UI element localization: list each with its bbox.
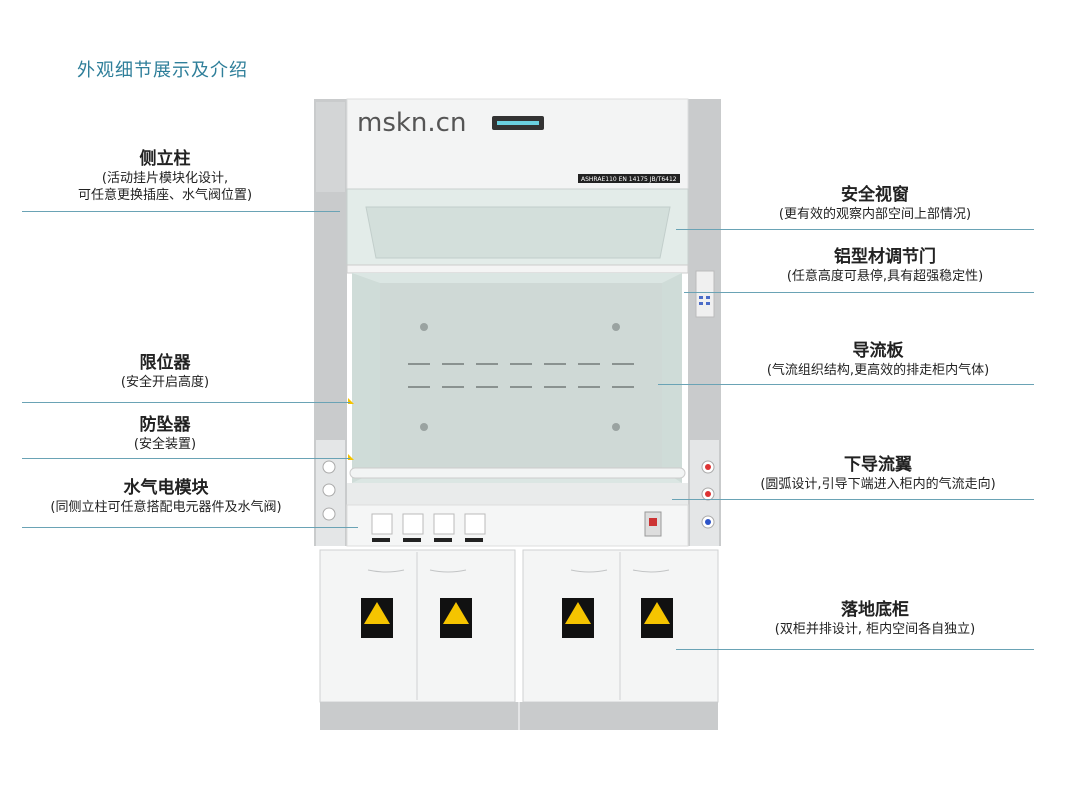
sash-door-frame xyxy=(346,264,689,274)
callout-desc: (双柜并排设计, 柜内空间各自独立) xyxy=(774,622,976,637)
callout-title: 防坠器 xyxy=(139,415,191,435)
callout-base-cabinet: 落地底柜 (双柜并排设计, 柜内空间各自独立) xyxy=(740,599,1010,638)
brand-logo: mskn.cn xyxy=(357,108,466,138)
lower-airfoil xyxy=(349,467,686,479)
left-utility-valves xyxy=(322,460,336,521)
leader-line-anti-fall xyxy=(22,458,350,459)
callout-utility-module: 水气电模块 (同侧立柱可任意搭配电元器件及水气阀) xyxy=(14,477,318,516)
callout-title: 导流板 xyxy=(852,341,904,361)
callout-side-column: 侧立柱 (活动挂片模块化设计, 可任意更换插座、水气阀位置) xyxy=(40,148,290,204)
callout-desc: (安全装置) xyxy=(133,437,197,452)
callout-title: 安全视窗 xyxy=(841,185,909,205)
callout-title: 下导流翼 xyxy=(844,455,912,475)
page-title: 外观细节展示及介绍 xyxy=(77,60,248,81)
right-control-panel xyxy=(695,270,715,318)
callout-stopper: 限位器 (安全开启高度) xyxy=(60,352,270,391)
callout-desc: (圆弧设计,引导下端进入柜内的气流走向) xyxy=(760,477,996,492)
leader-line-utility-module xyxy=(22,527,358,528)
leader-line-base-cabinet xyxy=(676,649,1034,650)
callout-title: 限位器 xyxy=(139,353,191,373)
callout-desc: (安全开启高度) xyxy=(120,375,210,390)
callout-desc: (活动挂片模块化设计, xyxy=(101,171,229,186)
callout-desc: (同侧立柱可任意搭配电元器件及水气阀) xyxy=(50,500,282,515)
callout-title: 铝型材调节门 xyxy=(834,247,936,267)
leader-line-airfoil xyxy=(672,499,1034,500)
power-sockets xyxy=(371,513,486,535)
callout-baffle: 导流板 (气流组织结构,更高效的排走柜内气体) xyxy=(736,340,1020,379)
callout-title: 水气电模块 xyxy=(123,478,209,498)
leader-line-stopper xyxy=(22,402,350,403)
leader-line-sash-door xyxy=(684,292,1034,293)
baffle-panel xyxy=(380,283,662,470)
callout-desc: (气流组织结构,更高效的排走柜内气体) xyxy=(766,363,990,378)
callout-desc: (任意高度可悬停,具有超强稳定性) xyxy=(786,269,984,284)
leader-line-side-column xyxy=(22,211,340,212)
right-utility-valves xyxy=(701,460,715,529)
callout-airfoil: 下导流翼 (圆弧设计,引导下端进入柜内的气流走向) xyxy=(730,454,1026,493)
warning-labels xyxy=(361,598,673,638)
callout-anti-fall: 防坠器 (安全装置) xyxy=(60,414,270,453)
standard-label: ASHRAE110 EN 14175 JB/T6412 xyxy=(581,176,677,183)
leader-line-safety-window xyxy=(676,229,1034,230)
leader-line-baffle xyxy=(658,384,1034,385)
callout-desc: (更有效的观察内部空间上部情况) xyxy=(778,207,972,222)
callout-safety-window: 安全视窗 (更有效的观察内部空间上部情况) xyxy=(740,184,1010,223)
callout-sash-door: 铝型材调节门 (任意高度可悬停,具有超强稳定性) xyxy=(740,246,1030,285)
baffle-slots xyxy=(408,363,634,388)
callout-desc: 可任意更换插座、水气阀位置) xyxy=(77,188,253,203)
callout-title: 侧立柱 xyxy=(139,149,191,169)
socket-panel xyxy=(346,504,689,547)
callout-title: 落地底柜 xyxy=(841,600,909,620)
